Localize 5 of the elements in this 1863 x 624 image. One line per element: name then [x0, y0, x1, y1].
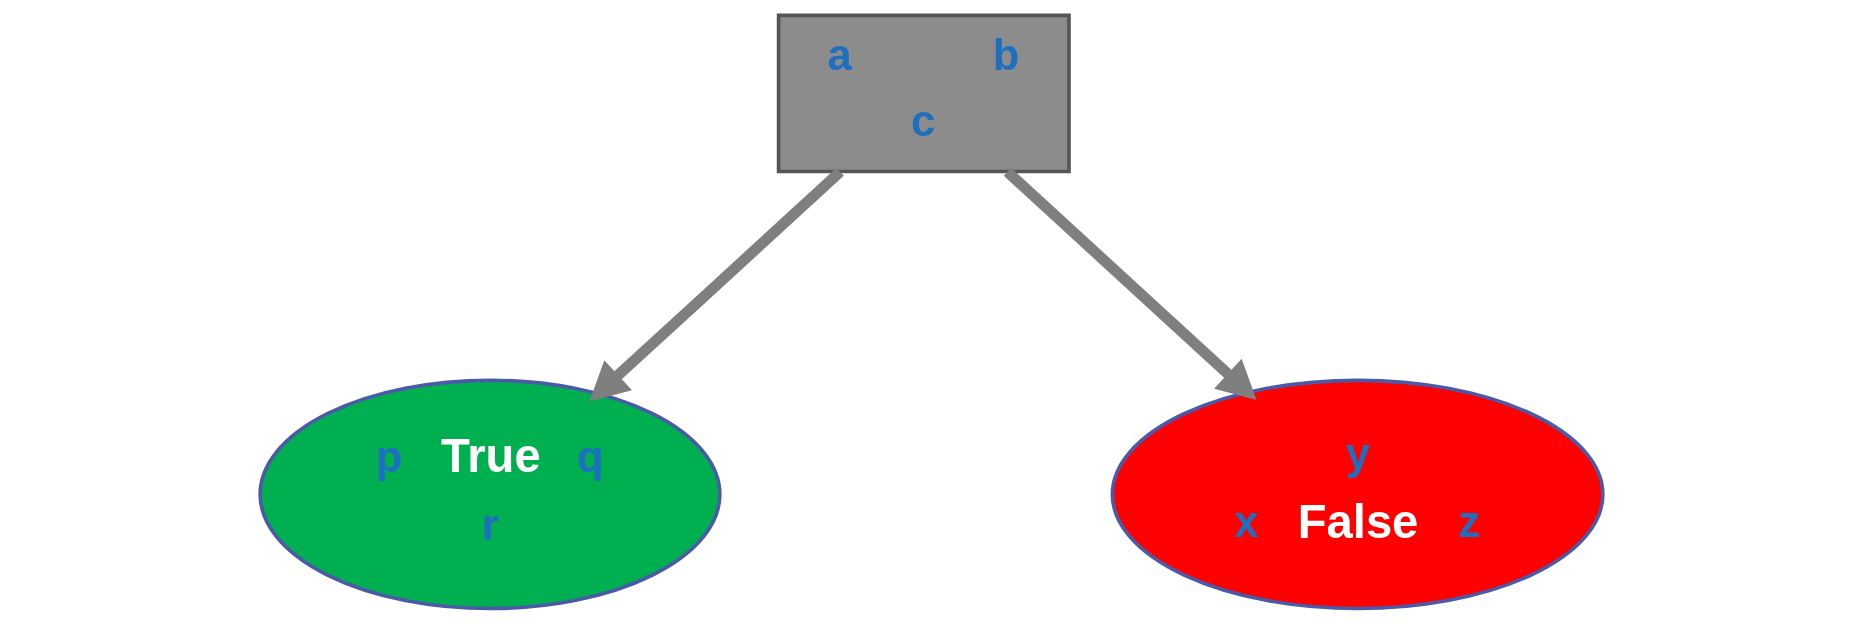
node-ellipse: p True q r: [258, 378, 722, 611]
node-box: a b c: [776, 13, 1071, 174]
arrow: [1003, 167, 1257, 401]
node-ellipse: y x False z: [1110, 378, 1605, 611]
arrow: [589, 167, 844, 402]
